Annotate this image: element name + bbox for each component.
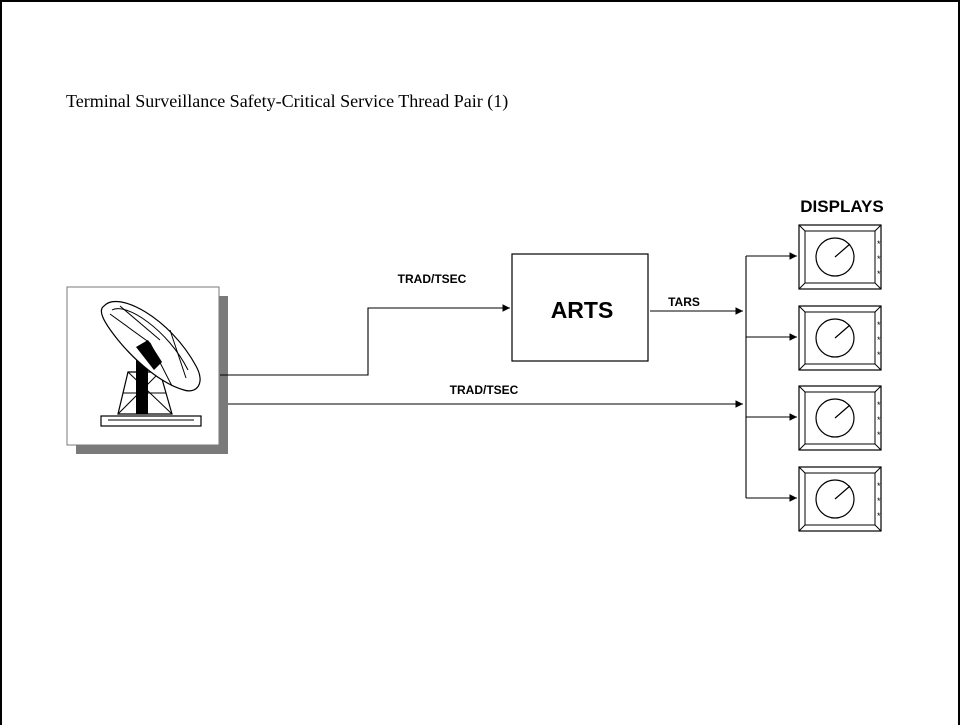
- edge-label-trad-tsec-upper: TRAD/TSEC: [398, 272, 467, 286]
- display-mark: *: [877, 481, 881, 491]
- edge-arts-to-displays: TARS: [650, 295, 743, 311]
- edge-label-trad-tsec-lower: TRAD/TSEC: [450, 383, 519, 397]
- display-mark: *: [877, 320, 881, 330]
- radar-display-icon: * * *: [799, 225, 881, 289]
- displays-group: DISPLAYS * * * * * * * * * * * *: [799, 197, 884, 531]
- display-mark: *: [877, 415, 881, 425]
- edge-label-tars: TARS: [668, 295, 700, 309]
- displays-label: DISPLAYS: [800, 197, 883, 216]
- radar-display-icon: * * *: [799, 306, 881, 370]
- arts-label: ARTS: [551, 297, 614, 323]
- edge-radar-to-arts: TRAD/TSEC: [220, 272, 510, 375]
- display-distribution-bus: [746, 256, 797, 498]
- display-mark: *: [877, 496, 881, 506]
- display-mark: *: [877, 511, 881, 521]
- edge-radar-to-displays: TRAD/TSEC: [228, 383, 743, 404]
- display-mark: *: [877, 254, 881, 264]
- display-mark: *: [877, 430, 881, 440]
- display-mark: *: [877, 239, 881, 249]
- arts-node: ARTS: [512, 254, 648, 361]
- radar-display-icon: * * *: [799, 467, 881, 531]
- display-mark: *: [877, 350, 881, 360]
- radar-node: [67, 287, 228, 454]
- display-mark: *: [877, 335, 881, 345]
- display-mark: *: [877, 400, 881, 410]
- display-mark: *: [877, 269, 881, 279]
- radar-display-icon: * * *: [799, 386, 881, 450]
